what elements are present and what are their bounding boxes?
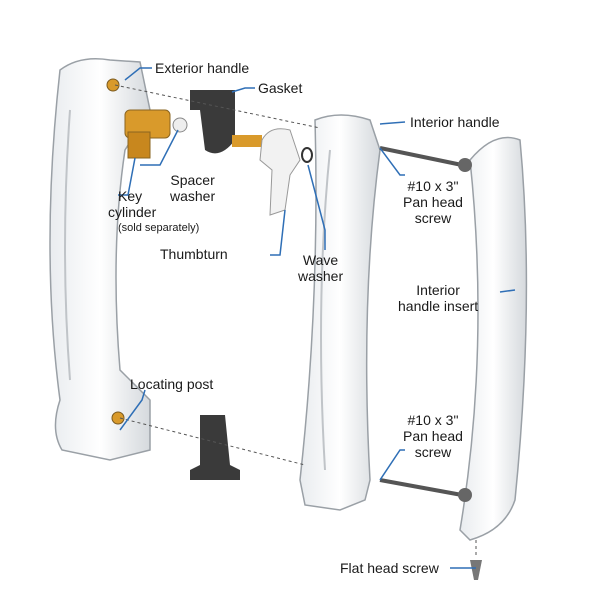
label-note: (sold separately) <box>118 222 200 234</box>
label-wave-washer: Wave washer <box>298 252 343 284</box>
label-flat-head-screw: Flat head screw <box>340 560 439 576</box>
label-line: washer <box>170 188 216 204</box>
label-interior-handle-insert: Interior handle insert <box>398 282 478 314</box>
label-line: Wave <box>302 252 339 268</box>
callout-lines <box>118 67 516 569</box>
label-key-cylinder: Key cylinder (sold separately) <box>100 188 199 236</box>
label-thumbturn: Thumbturn <box>160 246 228 262</box>
label-pan-head-screw-bottom: #10 x 3" Pan head screw <box>403 412 463 460</box>
label-line: screw <box>414 444 452 460</box>
label-interior-handle: Interior handle <box>410 114 500 130</box>
label-line: washer <box>298 268 344 284</box>
label-line: Pan head <box>403 428 463 444</box>
label-line: Pan head <box>403 194 463 210</box>
interior-handle <box>299 114 381 511</box>
label-locating-post: Locating post <box>130 376 214 392</box>
gasket-bottom <box>190 415 240 480</box>
label-spacer-washer: Spacer washer <box>170 172 215 204</box>
flat-head-screw <box>470 560 482 580</box>
label-exterior-handle: Exterior handle <box>155 60 250 76</box>
interior-handle-insert <box>459 136 528 541</box>
label-line: #10 x 3" <box>407 178 459 194</box>
key-cylinder <box>124 109 188 159</box>
label-line: Key <box>118 188 143 204</box>
label-line: cylinder <box>108 204 157 220</box>
label-line: screw <box>414 210 452 226</box>
thumbturn <box>232 128 313 216</box>
label-line: handle insert <box>398 298 479 314</box>
label-pan-head-screw-top: #10 x 3" Pan head screw <box>403 178 463 226</box>
exterior-handle <box>49 58 151 461</box>
label-gasket: Gasket <box>258 80 303 96</box>
pan-head-screws <box>379 146 463 497</box>
label-line: Spacer <box>170 172 215 188</box>
label-line: #10 x 3" <box>407 412 459 428</box>
label-line: Interior <box>416 282 460 298</box>
gasket-top <box>190 90 235 154</box>
